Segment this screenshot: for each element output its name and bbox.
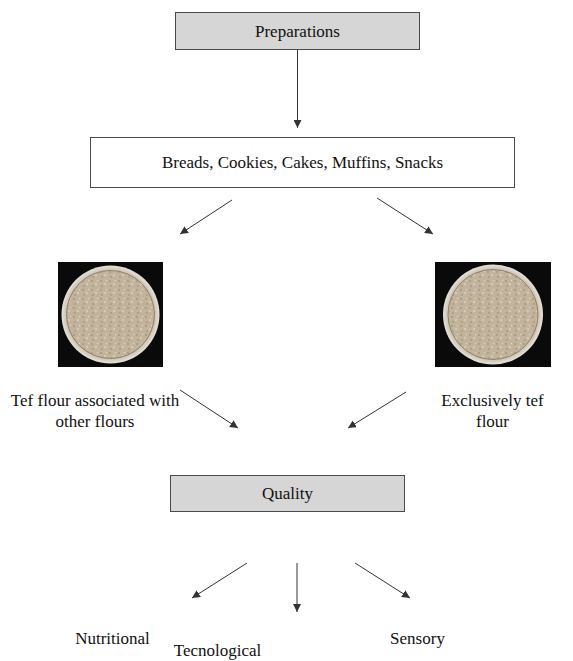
arrow-connector — [180, 200, 232, 234]
flour-item: Tef flour associated with other flours — [10, 262, 180, 432]
arrow-connector — [355, 563, 410, 598]
arrow-connector — [377, 198, 433, 234]
item-label: Sensory — [370, 628, 465, 649]
box-label: Breads, Cookies, Cakes, Muffins, Snacks — [162, 152, 443, 173]
box-label: Preparations — [255, 21, 340, 42]
flour-photo-right — [435, 262, 551, 367]
flour-item: Exclusively tef flour — [430, 262, 555, 432]
arrow-connector — [348, 392, 406, 428]
quality-item: Nutritional — [55, 628, 170, 649]
arrow-connector — [297, 563, 298, 612]
process-box: Quality — [170, 475, 405, 512]
item-label: Tef flour associated with other flours — [10, 390, 180, 432]
process-box: Preparations — [175, 12, 420, 50]
quality-item: Sensory — [370, 628, 465, 649]
quality-item: Tecnological — [160, 640, 275, 661]
arrow-connector — [192, 563, 247, 598]
flour-photo-left — [58, 262, 163, 367]
item-label: Exclusively tef flour — [430, 390, 555, 432]
category-box: Breads, Cookies, Cakes, Muffins, Snacks — [90, 137, 515, 188]
arrow-connector — [297, 50, 298, 128]
arrow-connector — [180, 390, 238, 428]
box-label: Quality — [262, 483, 313, 504]
item-label: Tecnological — [160, 640, 275, 661]
item-label: Nutritional — [55, 628, 170, 649]
